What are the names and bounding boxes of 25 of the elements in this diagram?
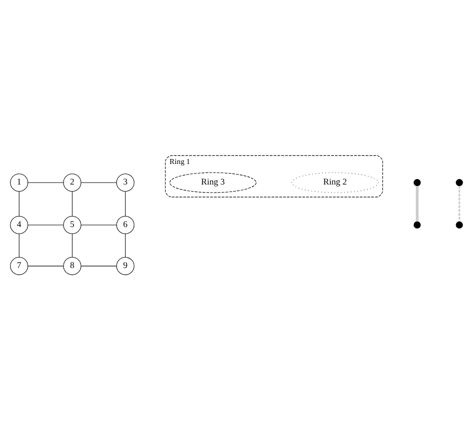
node-circle: 7	[10, 256, 28, 275]
connector	[80, 224, 117, 225]
node-ellipse: Ring 2	[292, 172, 379, 192]
node-circle: 1	[10, 173, 28, 192]
node-circle: 8	[63, 256, 82, 275]
connector	[458, 186, 460, 221]
node-circle	[414, 220, 421, 228]
connector	[28, 224, 64, 225]
node-circle	[456, 178, 463, 186]
node-circle: 9	[116, 256, 134, 275]
node-circle: 3	[116, 173, 134, 192]
connector	[18, 233, 20, 257]
connector	[125, 190, 126, 216]
node-circle: 5	[63, 215, 82, 234]
node-circle	[456, 220, 463, 228]
node-circle: 2	[63, 173, 82, 192]
connector	[125, 233, 126, 257]
connector	[18, 190, 20, 216]
node-circle: 6	[116, 215, 134, 234]
node-ellipse: Ring 3	[169, 172, 256, 192]
connector	[416, 186, 419, 221]
connector	[80, 265, 117, 266]
connector	[28, 265, 64, 266]
node-circle: 4	[10, 215, 28, 234]
node-circle	[414, 178, 421, 186]
